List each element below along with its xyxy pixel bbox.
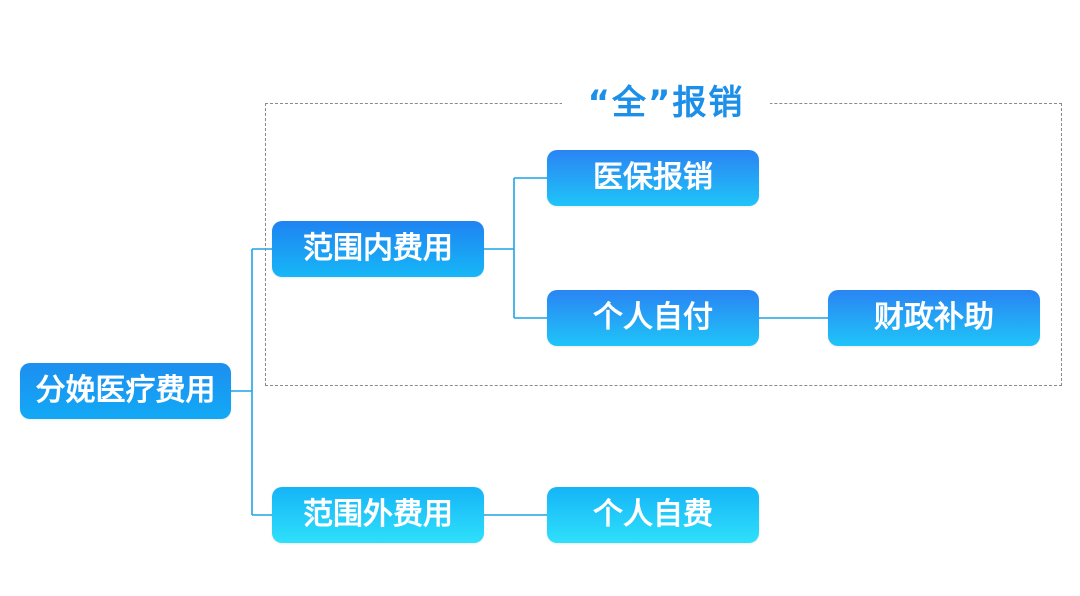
self-pay-node: 个人自付 bbox=[547, 290, 759, 346]
subsidy-node: 财政补助 bbox=[828, 290, 1040, 346]
insurance-node: 医保报销 bbox=[547, 150, 759, 206]
root-node: 分娩医疗费用 bbox=[20, 363, 231, 419]
self-expense-node: 个人自费 bbox=[547, 487, 759, 543]
in-scope-node: 范围内费用 bbox=[272, 221, 484, 277]
group-label: “全”报销 bbox=[562, 82, 770, 124]
out-scope-node: 范围外费用 bbox=[272, 487, 484, 543]
